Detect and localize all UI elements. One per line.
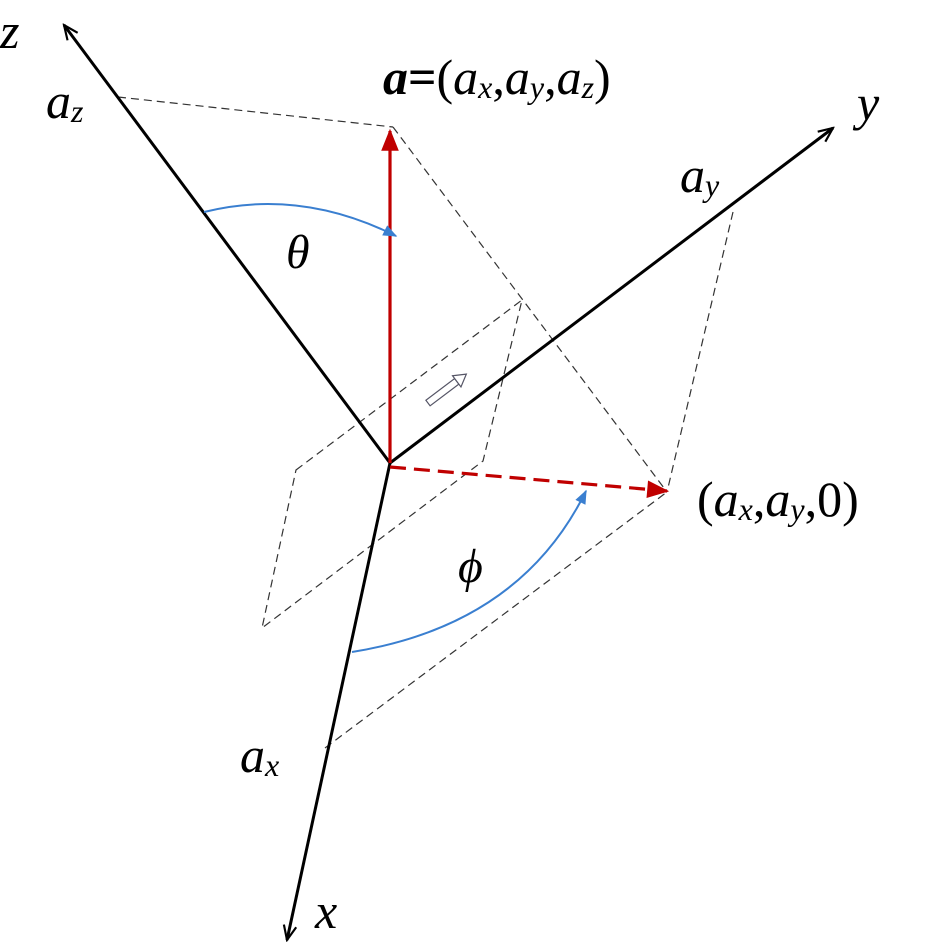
vector-equation: a=(ax,ay,az)	[383, 49, 611, 105]
phi-plane-outline	[261, 298, 523, 630]
x-axis-label: x	[314, 883, 337, 939]
projection-label: (ax,ay,0)	[697, 471, 859, 527]
y-axis-label: y	[852, 75, 880, 131]
phi-label: ϕ	[458, 540, 483, 593]
dashed-construction-lines	[117, 96, 734, 749]
projection-arrow	[389, 465, 670, 499]
z-axis-label: z	[0, 3, 19, 59]
ax-label: ax	[240, 727, 279, 783]
vector-tip-to-ay-plane-line	[392, 126, 668, 493]
az-label: az	[46, 73, 84, 129]
ax-to-projection-line	[324, 491, 668, 749]
az-projection-line	[117, 96, 394, 128]
z-axis	[64, 25, 392, 464]
x-axis	[287, 462, 392, 940]
axes	[64, 25, 833, 940]
hollow-arrow-icon	[425, 373, 468, 407]
phi-arc	[351, 489, 587, 653]
theta-arc	[203, 203, 398, 237]
ay-drop-line	[666, 211, 734, 493]
ay-label: ay	[680, 147, 720, 203]
y-axis	[389, 128, 833, 465]
theta-label: θ	[286, 226, 310, 279]
